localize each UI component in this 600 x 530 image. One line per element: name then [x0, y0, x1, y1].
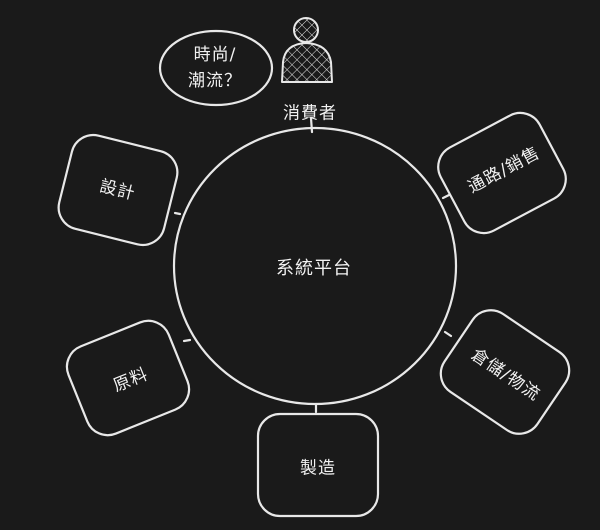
- node-manufacturing-label: 製造: [300, 458, 336, 479]
- node-materials-box: [65, 319, 191, 437]
- person-icon: [281, 17, 333, 83]
- node-channel-box: [437, 111, 567, 235]
- thought-bubble-line-1: 時尚/: [193, 45, 237, 65]
- node-design-box: [57, 133, 179, 247]
- node-warehouse-box: [439, 309, 571, 435]
- node-manufacturing-box: [256, 412, 380, 518]
- connector-channel: [441, 193, 451, 200]
- thought-bubble-line-2: 潮流？: [188, 71, 242, 91]
- consumer-label: 消費者: [283, 103, 337, 124]
- connector-design: [173, 211, 182, 216]
- thought-bubble-text: 時尚/ 潮流？: [170, 42, 260, 94]
- connector-warehouse: [443, 330, 453, 338]
- connector-materials: [182, 338, 192, 343]
- connector-consumer: [309, 116, 314, 134]
- system-platform-label: 系統平台: [276, 258, 352, 279]
- thought-bubble: [158, 29, 274, 107]
